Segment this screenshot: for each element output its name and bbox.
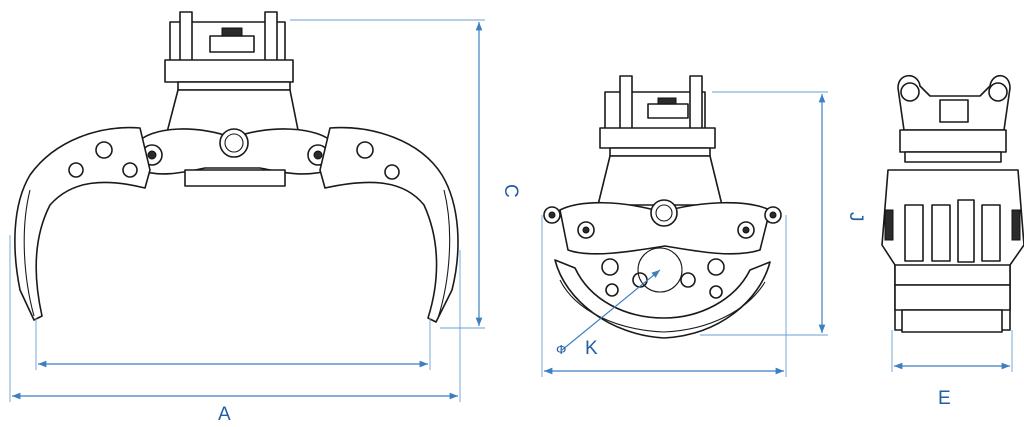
dimension-inner-span: [35, 318, 431, 370]
dimension-label-k: K: [585, 338, 598, 359]
dimension-symbol-k: Φ: [556, 342, 566, 357]
dimension-e: E: [891, 330, 1013, 409]
dimension-k: Φ K: [556, 269, 661, 359]
side-view: [881, 74, 1024, 333]
dimension-label-j: J: [845, 212, 866, 222]
front-view-closed-grab: [543, 75, 782, 339]
dimension-closed-width: [541, 215, 787, 377]
rotator-body-2: [597, 155, 723, 206]
closed-tines: [554, 259, 771, 339]
rotator-mount: [164, 11, 294, 91]
front-view-open-grab: [14, 11, 459, 323]
dimension-j: J: [700, 91, 866, 336]
dimension-label-c: C: [500, 184, 521, 198]
dimension-label-e: E: [938, 388, 951, 409]
right-tine: [319, 126, 459, 323]
dimension-c: C: [290, 19, 521, 329]
rotator-mount-2: [599, 75, 716, 157]
left-tine: [14, 126, 151, 321]
dimension-a: A: [9, 235, 461, 425]
dimension-label-a: A: [218, 404, 231, 425]
